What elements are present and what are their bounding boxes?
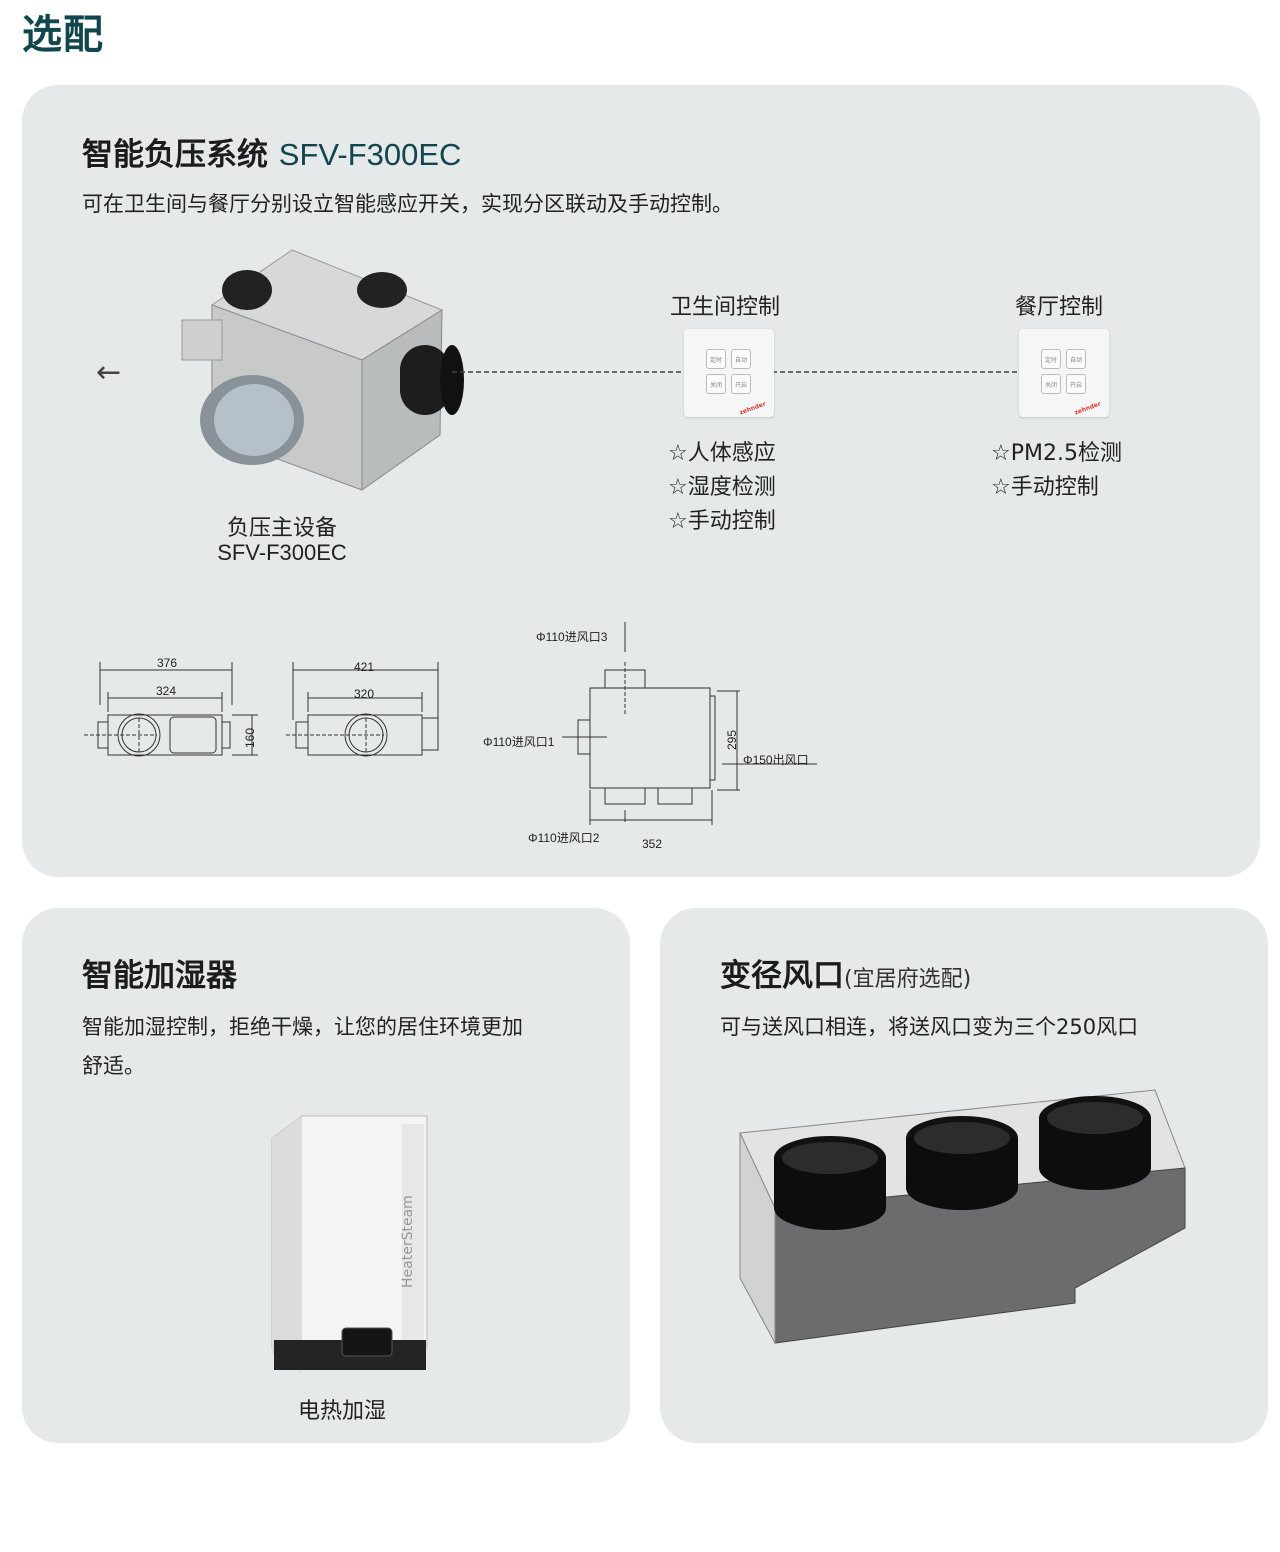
reducer-outlet-card: 变径风口(宜居府选配) 可与送风口相连，将送风口变为三个250风口: [660, 908, 1268, 1443]
negative-pressure-system-card: 智能负压系统 SFV-F300EC 可在卫生间与餐厅分别设立智能感应开关，实现分…: [22, 85, 1260, 877]
humidifier-card: 智能加湿器 智能加湿控制，拒绝干燥，让您的居住环境更加 舒适。 HeaterSt…: [22, 908, 630, 1443]
outlet-label: Φ150出风口: [743, 753, 809, 767]
bathroom-control-panel: 定时 自动 关闭 开启 zehnder: [684, 329, 774, 417]
dining-control-panel: 定时 自动 关闭 开启 zehnder: [1019, 329, 1109, 417]
auto-button: 自动: [1066, 349, 1086, 369]
dimension-352: 352: [642, 837, 662, 851]
off-button: 关闭: [1041, 374, 1061, 394]
bathroom-control-title: 卫生间控制: [670, 295, 781, 320]
dimension-324: 324: [156, 684, 176, 698]
bathroom-control-features: ☆人体感应 ☆湿度检测 ☆手动控制: [668, 437, 776, 539]
section-title: 变径风口(宜居府选配): [720, 950, 971, 995]
humidifier-brand-text: HeaterSteam: [400, 1195, 416, 1288]
auto-button: 自动: [731, 349, 751, 369]
device-label-line1: 负压主设备: [226, 516, 337, 541]
timer-button: 定时: [706, 349, 726, 369]
section-title: 智能加湿器: [82, 958, 237, 994]
section-title-text: 变径风口: [720, 958, 844, 994]
feature-item: ☆手动控制: [668, 509, 776, 534]
feature-item: ☆PM2.5检测: [991, 441, 1122, 466]
section-description: 可与送风口相连，将送风口变为三个250风口: [720, 1015, 1139, 1039]
brand-logo: zehnder: [1073, 400, 1102, 417]
dimension-295: 295: [725, 730, 739, 750]
dining-control-title: 餐厅控制: [1015, 295, 1104, 320]
dimension-160: 160: [243, 728, 257, 748]
section-title-text: 智能负压系统: [82, 137, 268, 173]
section-description: 可在卫生间与餐厅分别设立智能感应开关，实现分区联动及手动控制。: [82, 192, 733, 216]
section-description: 智能加湿控制，拒绝干燥，让您的居住环境更加 舒适。: [82, 1008, 602, 1086]
section-title-note: (宜居府选配): [844, 967, 972, 992]
main-device-image: [181, 249, 464, 491]
description-line2: 舒适。: [82, 1054, 145, 1078]
timer-button: 定时: [1041, 349, 1061, 369]
feature-item: ☆人体感应: [668, 441, 776, 466]
humidifier-caption: 电热加湿: [297, 1399, 386, 1424]
dimension-376: 376: [157, 656, 177, 670]
inlet2-label: Φ110进风口2: [528, 831, 600, 845]
feature-item: ☆手动控制: [991, 475, 1099, 500]
on-button: 开启: [1066, 374, 1086, 394]
device-label-line2: SFV-F300EC: [217, 540, 347, 565]
off-button: 关闭: [706, 374, 726, 394]
section-title: 智能负压系统 SFV-F300EC: [82, 129, 461, 174]
technical-drawing: 376 324 160 421 320: [84, 622, 817, 851]
model-name: SFV-F300EC: [278, 137, 462, 172]
dimension-320: 320: [354, 687, 374, 701]
brand-logo: zehnder: [738, 400, 767, 417]
reducer-outlet-image: [739, 1089, 1186, 1344]
inlet1-label: Φ110进风口1: [483, 735, 555, 749]
description-line1: 智能加湿控制，拒绝干燥，让您的居住环境更加: [82, 1015, 523, 1039]
dining-control-features: ☆PM2.5检测 ☆手动控制: [991, 437, 1122, 505]
feature-item: ☆湿度检测: [668, 475, 776, 500]
inlet3-label: Φ110进风口3: [536, 630, 608, 644]
dimension-421: 421: [354, 660, 374, 674]
humidifier-image: HeaterSteam: [271, 1115, 428, 1373]
page-title: 选配: [22, 12, 104, 58]
airflow-arrow-icon: ←: [96, 355, 122, 390]
on-button: 开启: [731, 374, 751, 394]
